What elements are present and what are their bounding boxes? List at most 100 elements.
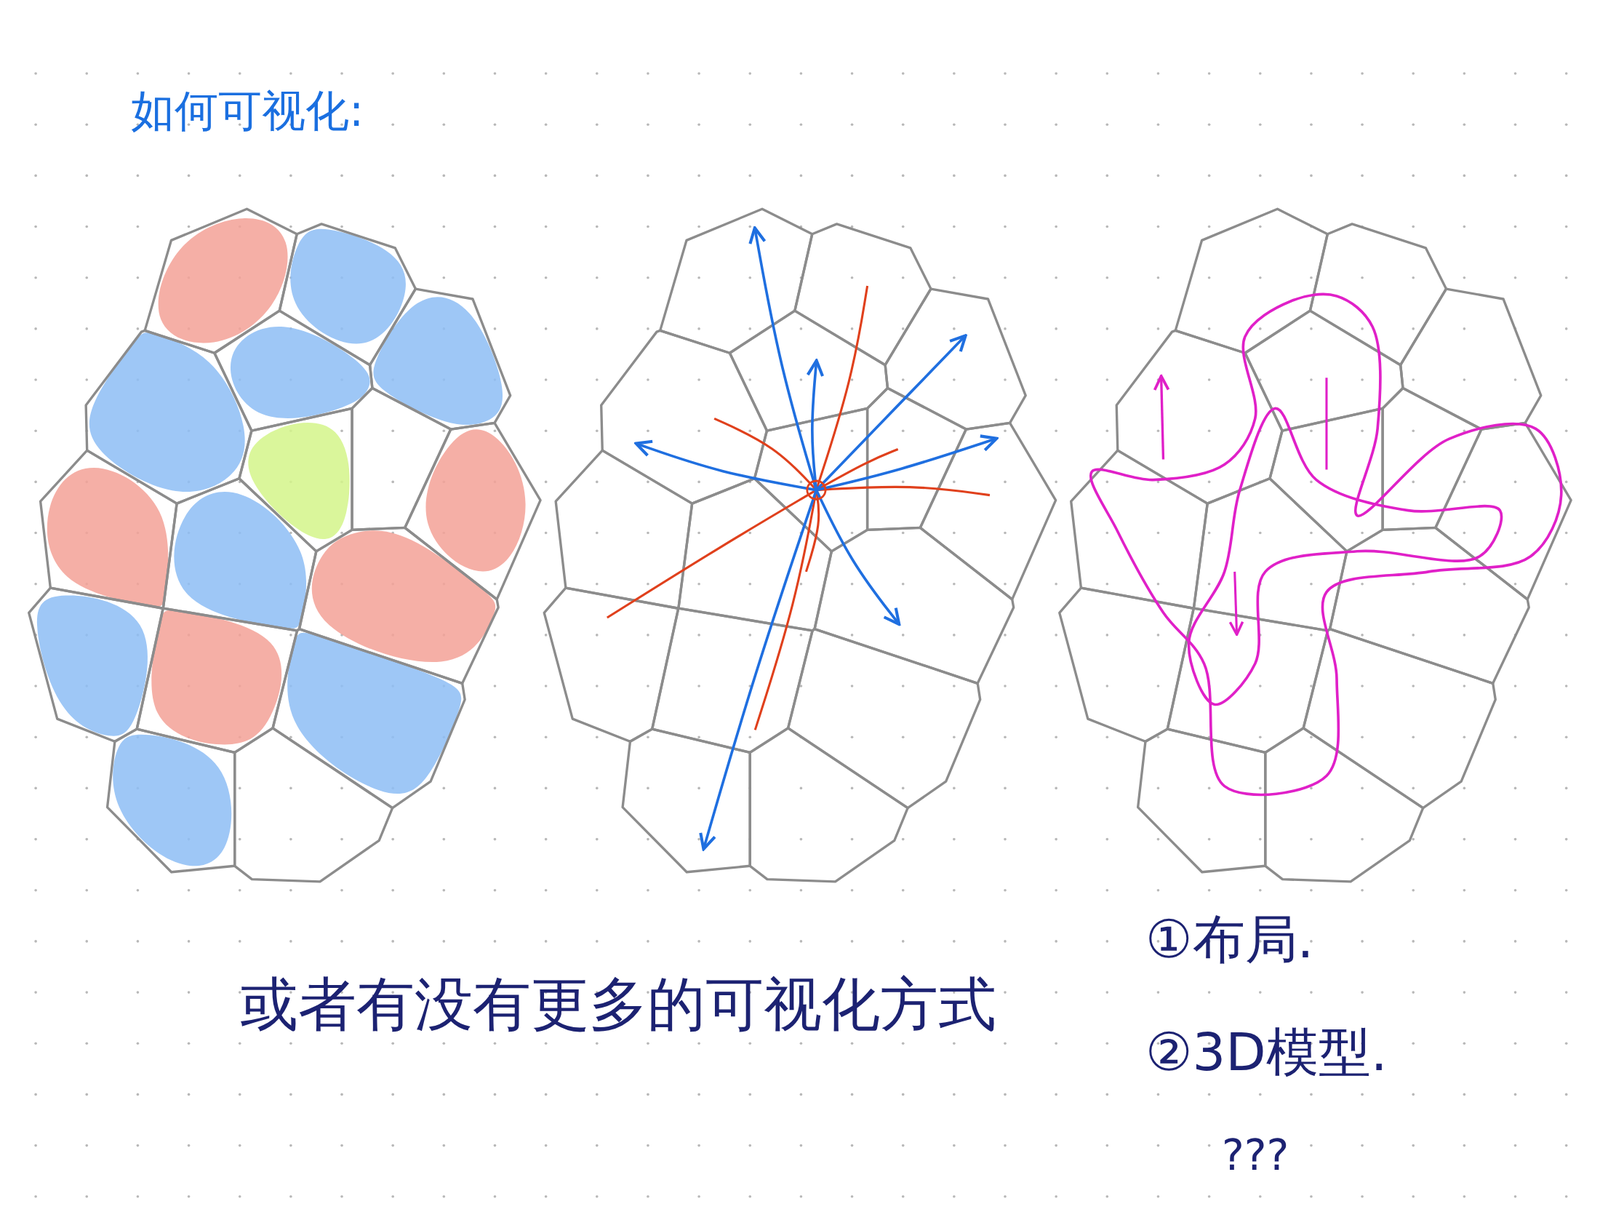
- grid-dot: [952, 684, 956, 688]
- cell-cluster: [544, 208, 1056, 882]
- grid-dot: [1565, 378, 1568, 382]
- grid-dot: [391, 1041, 395, 1045]
- grid-dot: [340, 429, 344, 432]
- ellipsis-note: ???: [1221, 1130, 1289, 1180]
- grid-dot: [1514, 684, 1518, 688]
- option-item: ②3D模型.: [1145, 1021, 1388, 1083]
- grid-dot: [1054, 1144, 1058, 1147]
- grid-dot: [1003, 174, 1007, 178]
- grid-dot: [748, 735, 752, 739]
- grid-dot: [1360, 122, 1364, 126]
- grid-dot: [1514, 72, 1518, 75]
- grid-dot: [748, 888, 752, 892]
- grid-dot: [85, 939, 88, 943]
- grid-dot: [1309, 531, 1313, 535]
- grid-dot: [1208, 531, 1211, 535]
- grid-dot: [1054, 990, 1058, 994]
- grid-dot: [1463, 72, 1467, 75]
- grid-dot: [646, 1093, 650, 1096]
- grid-dot: [1157, 684, 1160, 688]
- grid-dot: [493, 735, 497, 739]
- grid-dot: [748, 1093, 752, 1096]
- grid-dot: [442, 1041, 446, 1045]
- grid-dot: [850, 786, 854, 790]
- grid-dot: [340, 1041, 344, 1045]
- grid-dot: [1157, 1144, 1160, 1147]
- cell-outline: [352, 387, 451, 530]
- grid-dot: [1157, 276, 1160, 280]
- grid-dot: [901, 786, 905, 790]
- grid-dot: [1208, 72, 1211, 75]
- grid-dot: [1054, 122, 1058, 126]
- grid-dot: [1411, 480, 1415, 484]
- grid-dot: [646, 1144, 650, 1147]
- grid-dot: [1003, 684, 1007, 688]
- grid-dot: [595, 72, 599, 75]
- grid-dot: [850, 531, 854, 535]
- grid-dot: [1309, 174, 1313, 178]
- grid-dot: [595, 1144, 599, 1147]
- grid-dot: [340, 1194, 344, 1198]
- grid-dot: [748, 225, 752, 229]
- grid-dot: [1054, 378, 1058, 382]
- grid-dot: [1411, 174, 1415, 178]
- grid-dot: [1565, 939, 1568, 943]
- grid-dot: [85, 1194, 88, 1198]
- grid-dot: [1463, 531, 1467, 535]
- grid-dot: [800, 174, 803, 178]
- grid-dot: [238, 837, 242, 841]
- grid-dot: [1565, 633, 1568, 637]
- grid-dot: [340, 888, 344, 892]
- grid-dot: [1360, 939, 1364, 943]
- grid-dot: [850, 1041, 854, 1045]
- cell-outline: [107, 728, 235, 872]
- grid-dot: [646, 939, 650, 943]
- grid-dot: [85, 990, 88, 994]
- grid-dot: [952, 1041, 956, 1045]
- grid-dot: [493, 225, 497, 229]
- grid-dot: [442, 174, 446, 178]
- grid-dot: [595, 633, 599, 637]
- grid-dot: [697, 1194, 701, 1198]
- grid-dot: [1309, 480, 1313, 484]
- blue-arrow: [754, 229, 816, 491]
- grid-dot: [697, 122, 701, 126]
- grid-dot: [1411, 1093, 1415, 1096]
- grid-dot: [1003, 633, 1007, 637]
- cell-outline: [370, 288, 511, 430]
- grid-dot: [391, 1144, 395, 1147]
- grid-dot: [1411, 1194, 1415, 1198]
- grid-dot: [85, 72, 88, 75]
- grid-dot: [340, 939, 344, 943]
- grid-dot: [187, 72, 191, 75]
- grid-dot: [748, 939, 752, 943]
- grid-dot: [1463, 837, 1467, 841]
- grid-dot: [1003, 531, 1007, 535]
- grid-dot: [289, 735, 293, 739]
- red-knot: [807, 480, 826, 499]
- grid-dot: [544, 735, 548, 739]
- blue-arrow: [812, 362, 817, 490]
- grid-dot: [1054, 786, 1058, 790]
- grid-dot: [901, 735, 905, 739]
- cell-color: [37, 594, 148, 736]
- grid-dot: [187, 1194, 191, 1198]
- grid-dot: [1565, 531, 1568, 535]
- grid-dot: [697, 480, 701, 484]
- grid-dot: [1309, 735, 1313, 739]
- grid-dot: [1208, 276, 1211, 280]
- grid-dot: [1105, 888, 1109, 892]
- grid-dot: [748, 378, 752, 382]
- grid-dot: [901, 174, 905, 178]
- grid-dot: [697, 327, 701, 331]
- red-stroke: [816, 285, 867, 491]
- grid-dot: [1003, 582, 1007, 586]
- grid-dot: [1565, 122, 1568, 126]
- grid-dot: [1208, 582, 1211, 586]
- grid-dot: [1003, 378, 1007, 382]
- grid-dot: [1463, 327, 1467, 331]
- grid-dot: [34, 327, 38, 331]
- grid-dot: [442, 225, 446, 229]
- grid-dot: [85, 888, 88, 892]
